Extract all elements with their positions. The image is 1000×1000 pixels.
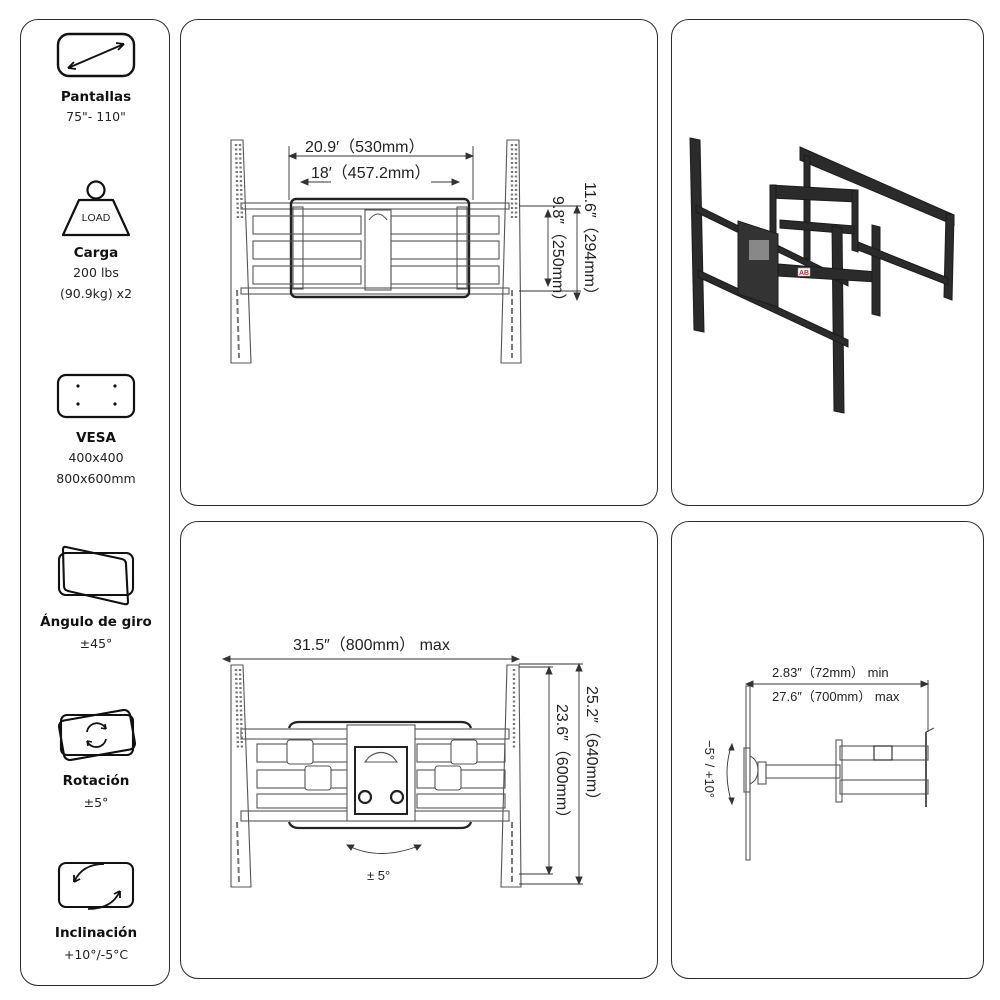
rotation-icon — [57, 708, 137, 762]
inner-height-label: 23.6″（600mm） — [553, 704, 571, 826]
spec-value: (90.9kg) x2 — [59, 286, 133, 301]
spec-title: VESA — [76, 430, 116, 446]
spec-title: Pantallas — [60, 89, 132, 105]
spec-swivel: Ángulo de giro ±45° — [21, 545, 169, 654]
tilt-icon — [57, 861, 135, 910]
max-width-label: 31.5″（800mm） max — [293, 636, 450, 654]
max-extension-dimensions-panel: 31.5″（800mm） max 23.6″（600mm） 25.2″（640m… — [180, 521, 658, 979]
inner-width-label: 18′（457.2mm） — [311, 164, 431, 182]
front-view-dimensions-panel: 20.9′（530mm） 18′（457.2mm） 9.8″（250mm） 11… — [180, 19, 658, 506]
rotation-label: ± 5° — [367, 868, 390, 883]
spec-title: Ángulo de giro — [40, 614, 152, 630]
spec-title: Carga — [73, 245, 119, 261]
swivel-angle-icon — [57, 545, 135, 606]
load-icon-label: LOAD — [82, 212, 111, 224]
spec-value: +10°/-5°C — [63, 947, 129, 962]
spec-value: 400x400 — [68, 450, 124, 465]
tilt-range-label: −5° / +10° — [702, 740, 717, 798]
outer-height-label: 25.2″（640mm） — [583, 686, 601, 808]
min-depth-label: 2.83″（72mm） min — [772, 665, 889, 680]
spec-value: 200 lbs — [73, 265, 119, 280]
spec-value: ±45° — [79, 636, 113, 651]
spec-value: 75"- 110" — [66, 109, 126, 124]
outer-width-label: 20.9′（530mm） — [305, 138, 425, 156]
inner-height-label: 9.8″（250mm） — [549, 196, 567, 309]
spec-load: LOAD Carga 200 lbs (90.9kg) x2 — [21, 180, 169, 304]
max-depth-label: 27.6″（700mm） max — [772, 689, 900, 704]
spec-value: 800x600mm — [56, 471, 136, 486]
front-max-diagram: 31.5″（800mm） max 23.6″（600mm） 25.2″（640m… — [221, 636, 601, 888]
screen-diagonal-icon — [56, 32, 136, 78]
load-weight-icon: LOAD — [61, 180, 131, 237]
product-photo-panel: AB — [671, 19, 984, 506]
specs-sidebar: Pantallas 75"- 110" LOAD Carga 200 lbs (… — [20, 19, 170, 986]
spec-title: Rotación — [62, 773, 130, 789]
spec-title: Inclinación — [54, 925, 138, 941]
front-view-diagram: 20.9′（530mm） 18′（457.2mm） 9.8″（250mm） 11… — [230, 138, 599, 364]
outer-height-label: 11.6″（294mm） — [581, 182, 599, 303]
spec-rotation: Rotación ±5° — [21, 708, 169, 813]
tv-mount-product-photo: AB — [689, 137, 955, 414]
spec-screens: Pantallas 75"- 110" — [21, 32, 169, 127]
spec-tilt: Inclinación +10°/-5°C — [21, 860, 169, 965]
vesa-pattern-icon — [56, 373, 136, 419]
spec-vesa: VESA 400x400 800x600mm — [21, 373, 169, 489]
brand-badge: AB — [799, 270, 809, 277]
side-view-diagram: 2.83″（72mm） min 27.6″（700mm） max −5° / +… — [702, 665, 935, 861]
spec-value: ±5° — [83, 795, 109, 810]
side-view-dimensions-panel: 2.83″（72mm） min 27.6″（700mm） max −5° / +… — [671, 521, 984, 979]
